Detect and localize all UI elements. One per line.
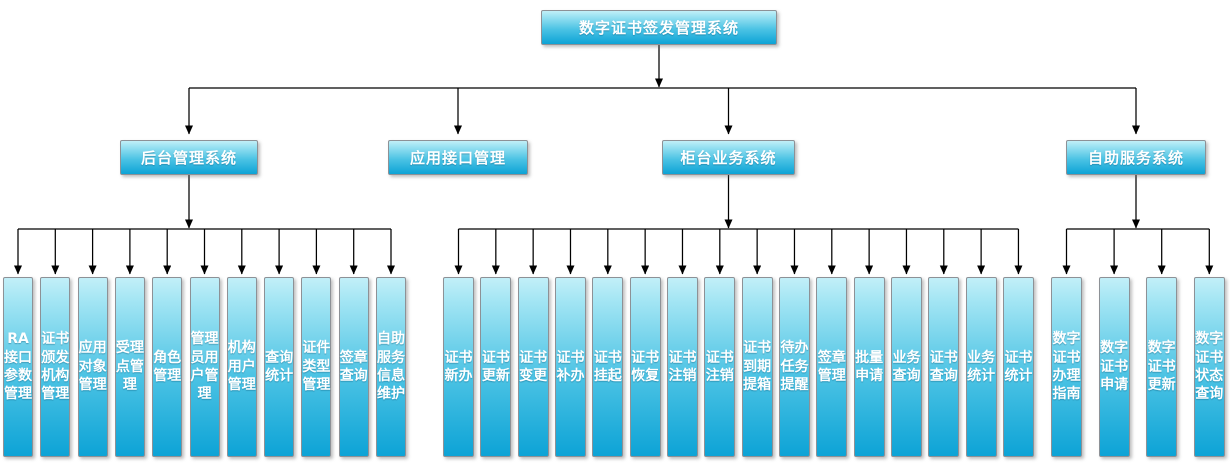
node-branch-label: 应用接口管理 bbox=[409, 149, 506, 167]
node-child-label: 数字证书状态查询 bbox=[1195, 331, 1224, 403]
node-child-label: 证书统计 bbox=[1004, 349, 1033, 384]
node-child-label: 业务查询 bbox=[892, 349, 921, 384]
node-child-label: 角色管理 bbox=[153, 349, 182, 384]
node-selfservice-system: 自助服务系统 bbox=[1066, 140, 1206, 175]
node-child: 证书新办 bbox=[443, 277, 474, 457]
node-child: 应用对象管理 bbox=[77, 277, 108, 457]
node-child-label: 数字证书申请 bbox=[1100, 340, 1129, 394]
node-child-label: 签章管理 bbox=[817, 349, 846, 384]
node-branch-label: 后台管理系统 bbox=[140, 149, 237, 167]
node-child-label: 机构用户管理 bbox=[227, 340, 256, 394]
node-child: 证书恢复 bbox=[629, 277, 661, 457]
node-child: 查询统计 bbox=[264, 277, 295, 457]
node-child-label: 自助服务信息维护 bbox=[377, 331, 405, 403]
node-child: 签章查询 bbox=[338, 277, 369, 457]
node-child-label: 待办任务提醒 bbox=[780, 340, 809, 394]
node-child: 证书到期提箱 bbox=[741, 277, 773, 457]
node-child: 数字证书更新 bbox=[1146, 277, 1178, 457]
node-child-label: 管理员用户管理 bbox=[190, 331, 219, 403]
node-child: RA接口参数管理 bbox=[3, 277, 33, 457]
node-child-label: 签章查询 bbox=[339, 349, 368, 384]
node-child-label: 证书颁发机构管理 bbox=[41, 331, 70, 403]
node-branch-label: 自助服务系统 bbox=[1087, 149, 1184, 167]
node-child: 证件类型管理 bbox=[301, 277, 332, 457]
node-child: 机构用户管理 bbox=[226, 277, 257, 457]
node-child: 受理点管理 bbox=[114, 277, 145, 457]
node-child: 证书挂起 bbox=[592, 277, 624, 457]
node-child: 业务查询 bbox=[890, 277, 922, 457]
node-child-label: 证书变更 bbox=[519, 349, 548, 384]
node-child: 证书变更 bbox=[517, 277, 549, 457]
node-child-label: 证书补办 bbox=[556, 349, 585, 384]
node-child-label: 证书恢复 bbox=[631, 349, 660, 384]
node-child-label: 批量申请 bbox=[855, 349, 884, 384]
node-root: 数字证书签发管理系统 bbox=[541, 10, 777, 45]
node-child-label: 证书新办 bbox=[444, 349, 473, 384]
node-child: 数字证书申请 bbox=[1098, 277, 1130, 457]
node-child-label: 证书注销 bbox=[705, 349, 734, 384]
node-child-label: 受理点管理 bbox=[115, 340, 144, 394]
node-child: 数字证书办理指南 bbox=[1051, 277, 1082, 457]
node-child: 业务统计 bbox=[965, 277, 997, 457]
node-child: 证书统计 bbox=[1002, 277, 1034, 457]
node-child: 证书注销 bbox=[704, 277, 736, 457]
node-child-label: RA接口参数管理 bbox=[4, 331, 32, 403]
node-child: 自助服务信息维护 bbox=[376, 277, 406, 457]
node-backend-management-system: 后台管理系统 bbox=[120, 140, 258, 175]
node-child: 角色管理 bbox=[152, 277, 183, 457]
node-child: 证书注销 bbox=[666, 277, 698, 457]
node-branch-label: 柜台业务系统 bbox=[680, 149, 777, 167]
node-child-label: 证书查询 bbox=[929, 349, 958, 384]
node-child-label: 数字证书办理指南 bbox=[1052, 331, 1081, 403]
node-child: 证书更新 bbox=[480, 277, 512, 457]
node-child-label: 业务统计 bbox=[967, 349, 996, 384]
node-root-label: 数字证书签发管理系统 bbox=[578, 19, 739, 37]
node-child-label: 证书注销 bbox=[668, 349, 697, 384]
node-child-label: 证件类型管理 bbox=[302, 340, 331, 394]
node-child-label: 证书到期提箱 bbox=[743, 340, 772, 394]
node-child: 批量申请 bbox=[853, 277, 885, 457]
node-child: 签章管理 bbox=[816, 277, 848, 457]
node-counter-business-system: 柜台业务系统 bbox=[662, 140, 795, 175]
node-child-label: 证书更新 bbox=[481, 349, 510, 384]
node-child-label: 查询统计 bbox=[265, 349, 294, 384]
node-child-label: 应用对象管理 bbox=[78, 340, 107, 394]
node-child-label: 证书挂起 bbox=[593, 349, 622, 384]
node-child-label: 数字证书更新 bbox=[1147, 340, 1176, 394]
node-child: 待办任务提醒 bbox=[778, 277, 810, 457]
node-child: 管理员用户管理 bbox=[189, 277, 220, 457]
node-child: 证书查询 bbox=[928, 277, 960, 457]
node-child: 数字证书状态查询 bbox=[1193, 277, 1225, 457]
node-api-interface-management: 应用接口管理 bbox=[388, 140, 528, 175]
node-child: 证书颁发机构管理 bbox=[40, 277, 71, 457]
node-child: 证书补办 bbox=[554, 277, 586, 457]
